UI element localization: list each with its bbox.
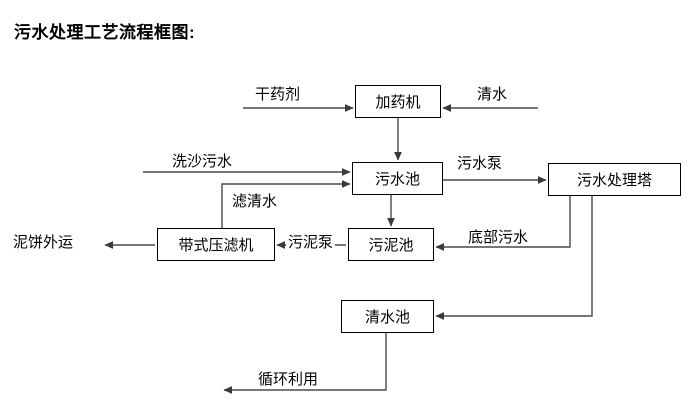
label-sludge-pump: 污泥泵 xyxy=(286,231,336,252)
label-dry-reagent: 干药剂 xyxy=(255,86,301,103)
node-dosing-machine[interactable]: 加药机 xyxy=(355,85,441,118)
page-title: 污水处理工艺流程框图: xyxy=(14,23,196,42)
node-belt-press[interactable]: 带式压滤机 xyxy=(157,228,275,261)
edge-treatment-tower-to-clean-pool xyxy=(435,196,593,320)
label-clean-water-in: 清水 xyxy=(477,86,508,103)
node-label: 污水处理塔 xyxy=(576,172,652,189)
edge-belt-press-to-sewage-pool xyxy=(221,180,351,228)
node-sludge-pool[interactable]: 污泥池 xyxy=(348,228,434,261)
node-sewage-pool[interactable]: 污水池 xyxy=(352,162,443,195)
node-label: 加药机 xyxy=(375,94,421,111)
node-treatment-tower[interactable]: 污水处理塔 xyxy=(548,163,681,196)
edge-clean-pool-to-recycle xyxy=(223,333,387,394)
label-recycle-reuse: 循环利用 xyxy=(258,371,319,388)
label-bottom-sewage: 底部污水 xyxy=(468,229,529,246)
node-clean-pool[interactable]: 清水池 xyxy=(341,300,434,333)
label-mud-cake-out: 泥饼外运 xyxy=(13,234,74,251)
node-label: 污泥池 xyxy=(368,237,414,254)
label-filtrate-water: 滤清水 xyxy=(232,193,278,210)
label-sewage-pump: 污水泵 xyxy=(457,155,503,172)
label-sand-wash-sewage: 洗沙污水 xyxy=(172,153,233,170)
edge-treatment-tower-to-sludge-pool xyxy=(435,196,571,251)
node-label: 污水池 xyxy=(374,171,420,188)
node-label: 带式压滤机 xyxy=(178,237,254,254)
node-label: 清水池 xyxy=(364,309,410,326)
